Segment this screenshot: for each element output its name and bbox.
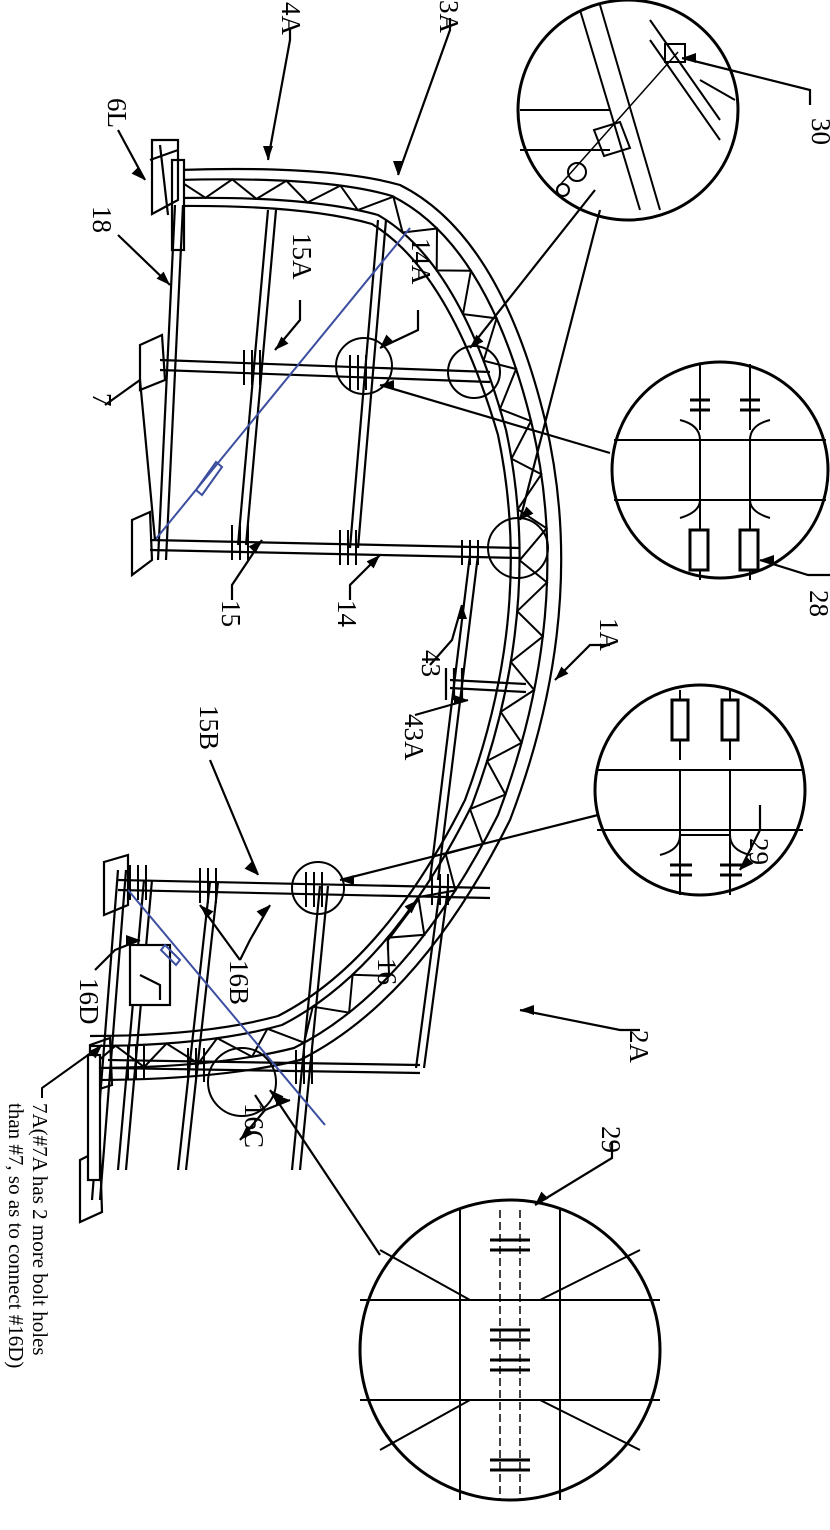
- arrowhead: [131, 166, 145, 180]
- arrowhead: [535, 1191, 549, 1205]
- label-29-bottom: 29: [596, 1126, 626, 1153]
- detail-circle-29-middle: [593, 683, 807, 897]
- label-text-15A: 15A: [287, 233, 317, 280]
- lower-bolt-clusters: [127, 865, 449, 1084]
- arrowhead: [366, 555, 380, 569]
- label-text-16C: 16C: [239, 1103, 269, 1148]
- arrowhead: [200, 905, 214, 919]
- arrowhead: [520, 506, 534, 520]
- label-1A: 1A: [594, 618, 624, 652]
- label-text-7: 7: [87, 393, 117, 407]
- detail-circle-28: [610, 360, 830, 580]
- label-43A: 43A: [399, 714, 429, 761]
- label-16C: 16C: [239, 1103, 269, 1148]
- upper-tie-rod: [154, 227, 411, 541]
- label-4A: 4A: [276, 2, 306, 36]
- arrowhead: [256, 905, 270, 919]
- label-2A: 2A: [624, 1030, 654, 1064]
- arrowhead: [240, 1126, 254, 1140]
- label-29-middle: 29: [744, 838, 774, 865]
- arrowhead: [380, 334, 394, 348]
- label-18: 18: [87, 206, 117, 233]
- label-43: 43: [416, 650, 446, 677]
- label-text-43A: 43A: [399, 714, 429, 761]
- label-15B: 15B: [194, 705, 224, 750]
- label-text-29-bottom: 29: [596, 1126, 626, 1153]
- label-text-14A: 14A: [406, 238, 436, 285]
- label-text-4A: 4A: [276, 2, 306, 36]
- label-text-15: 15: [216, 600, 246, 627]
- label-text-16D: 16D: [74, 978, 104, 1025]
- label-6L: 6L: [102, 98, 132, 128]
- arrowhead: [470, 334, 484, 348]
- label-15A: 15A: [287, 233, 317, 280]
- arrowhead: [248, 540, 262, 554]
- label-16: 16: [372, 958, 402, 985]
- curved-truss: [89, 167, 563, 1082]
- label-text-16: 16: [372, 958, 402, 985]
- label-14: 14: [332, 600, 362, 628]
- arrowhead: [404, 900, 418, 914]
- note-leader: [41, 1044, 103, 1098]
- note-line-2: than #7, so as to connect #16D): [4, 1103, 28, 1368]
- arrowhead: [340, 875, 354, 885]
- label-text-1A: 1A: [594, 618, 624, 652]
- detail-circle-29-bottom: [358, 1198, 662, 1502]
- label-text-3A: 3A: [434, 0, 464, 34]
- label-text-43: 43: [416, 650, 446, 677]
- label-text-28: 28: [804, 590, 830, 617]
- detail-circle-30: [516, 0, 740, 222]
- arrowhead: [740, 856, 754, 870]
- label-text-2A: 2A: [624, 1030, 654, 1064]
- arrowhead: [454, 695, 468, 705]
- label-text-14: 14: [332, 600, 362, 628]
- note-line-1: 7A(#7A has 2 more bolt holes: [28, 1103, 52, 1356]
- truss-zigzag-line: [89, 178, 549, 1069]
- arrowhead: [682, 53, 696, 63]
- arrowhead: [393, 161, 403, 175]
- label-7: 7: [87, 393, 117, 407]
- leader-lines: [94, 18, 830, 1256]
- label-text-15B: 15B: [194, 705, 224, 750]
- leader-arrowheads: [88, 53, 774, 1205]
- truss-webbing: [89, 178, 549, 1069]
- arrowhead: [275, 336, 289, 350]
- arrowhead: [263, 146, 273, 160]
- arrowhead: [457, 605, 467, 619]
- label-14A: 14A: [406, 238, 436, 285]
- arrowhead: [520, 1005, 534, 1015]
- arrowhead: [244, 861, 258, 875]
- lower-tie-rod: [127, 889, 326, 1126]
- arrowhead: [126, 935, 140, 945]
- arrowhead: [760, 555, 774, 565]
- label-text-18: 18: [87, 206, 117, 233]
- label-15: 15: [216, 600, 246, 627]
- label-16D: 16D: [74, 978, 104, 1025]
- arrowhead: [555, 666, 569, 680]
- label-3A: 3A: [434, 0, 464, 34]
- lower-end-post: [86, 1053, 102, 1182]
- label-text-30: 30: [806, 118, 830, 145]
- arrowhead: [156, 271, 170, 285]
- lower-frame: [78, 853, 491, 1224]
- label-28: 28: [804, 590, 830, 617]
- label-text-6L: 6L: [102, 98, 132, 128]
- label-text-16B: 16B: [224, 960, 254, 1005]
- label-30: 30: [806, 118, 830, 145]
- label-text-29-middle: 29: [744, 838, 774, 865]
- label-16B: 16B: [224, 960, 254, 1005]
- upper-bolt-clusters: [231, 350, 479, 565]
- arrowhead: [270, 1090, 284, 1104]
- note-7A: 7A(#7A has 2 more bolt holes than #7, so…: [4, 1103, 52, 1368]
- arrowhead: [380, 380, 394, 390]
